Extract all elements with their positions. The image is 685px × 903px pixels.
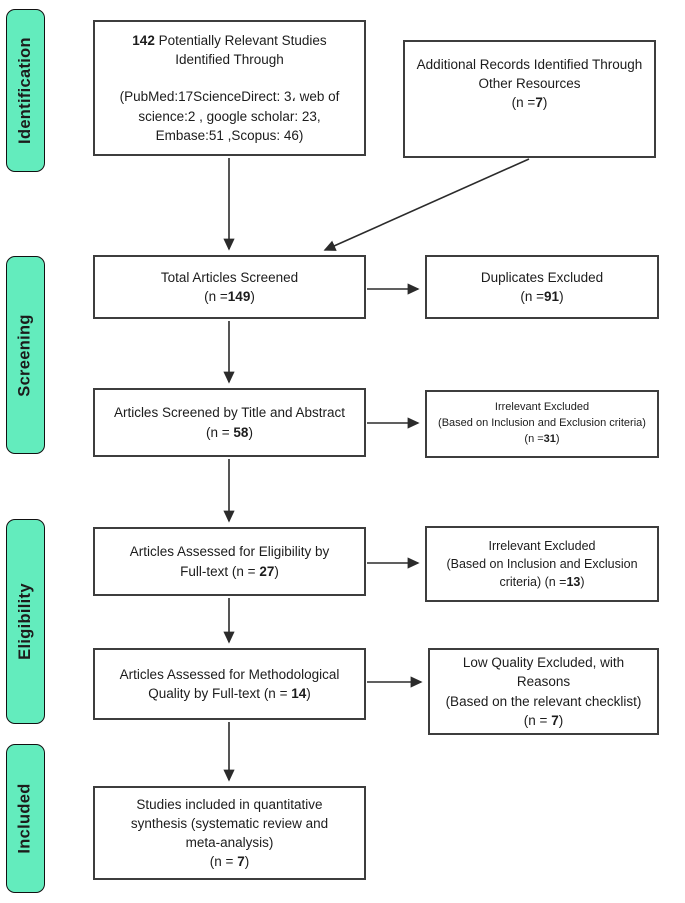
box-title-abstract-screened: Articles Screened by Title and Abstract … [93,388,366,457]
box-identified-studies: 142 Potentially Relevant Studies Identif… [93,20,366,156]
stage-eligibility-label: Eligibility [16,583,35,660]
box-additional-records: Additional Records Identified Through Ot… [403,40,656,158]
irrelevant-ta-title: Irrelevant Excluded [494,401,590,414]
stage-eligibility: Eligibility [6,519,45,724]
title-abstract-title: Articles Screened by Title and Abstract [113,405,346,421]
box-duplicates-excluded: Duplicates Excluded (n =91) [425,255,659,319]
stage-included-label: Included [16,783,34,854]
methodological-text: Articles Assessed for Methodological Qua… [119,666,340,701]
duplicates-count: (n =91) [520,289,564,304]
low-quality-title: Low Quality Excluded, with Reasons [462,655,625,690]
title-abstract-count: (n = 58) [206,424,253,440]
box-irrelevant-excluded-title-abstract: Irrelevant Excluded (Based on Inclusion … [425,390,659,458]
box-methodological-quality: Articles Assessed for Methodological Qua… [93,648,366,720]
low-quality-reason: (Based on the relevant checklist) [445,693,642,709]
irrelevant-ft-title: Irrelevant Excluded [488,538,596,553]
box-included-quantitative: Studies included in quantitative synthes… [93,786,366,880]
eligibility-text: Articles Assessed for Eligibility by Ful… [129,544,330,579]
identified-title: 142 Potentially Relevant Studies Identif… [132,33,327,68]
included-text: Studies included in quantitative synthes… [130,796,329,850]
additional-count: (n =7) [511,95,548,111]
stage-identification-label: Identification [16,37,34,144]
included-count: (n = 7) [209,854,250,870]
box-low-quality-excluded: Low Quality Excluded, with Reasons (Base… [428,648,659,735]
additional-title: Additional Records Identified Through Ot… [416,57,643,92]
stage-included: Included [6,744,45,893]
low-quality-count: (n = 7) [523,712,564,728]
box-total-screened: Total Articles Screened (n =149) [93,255,366,319]
stage-screening: Screening [6,256,45,454]
screened-title: Total Articles Screened [160,269,299,285]
stage-identification: Identification [6,9,45,172]
irrelevant-ft-reason: (Based on Inclusion and Exclusion criter… [446,556,638,590]
box-irrelevant-excluded-fulltext: Irrelevant Excluded (Based on Inclusion … [425,526,659,602]
stage-screening-label: Screening [16,313,35,397]
arrow-additional-to-screened [323,158,530,251]
screened-count: (n =149) [204,289,255,304]
irrelevant-ta-reason: (Based on Inclusion and Exclusion criter… [438,417,646,445]
duplicates-title: Duplicates Excluded [480,269,604,285]
box-eligibility-fulltext: Articles Assessed for Eligibility by Ful… [93,527,366,596]
identified-sources: (PubMed:17ScienceDirect: 3، web of scien… [119,89,340,143]
